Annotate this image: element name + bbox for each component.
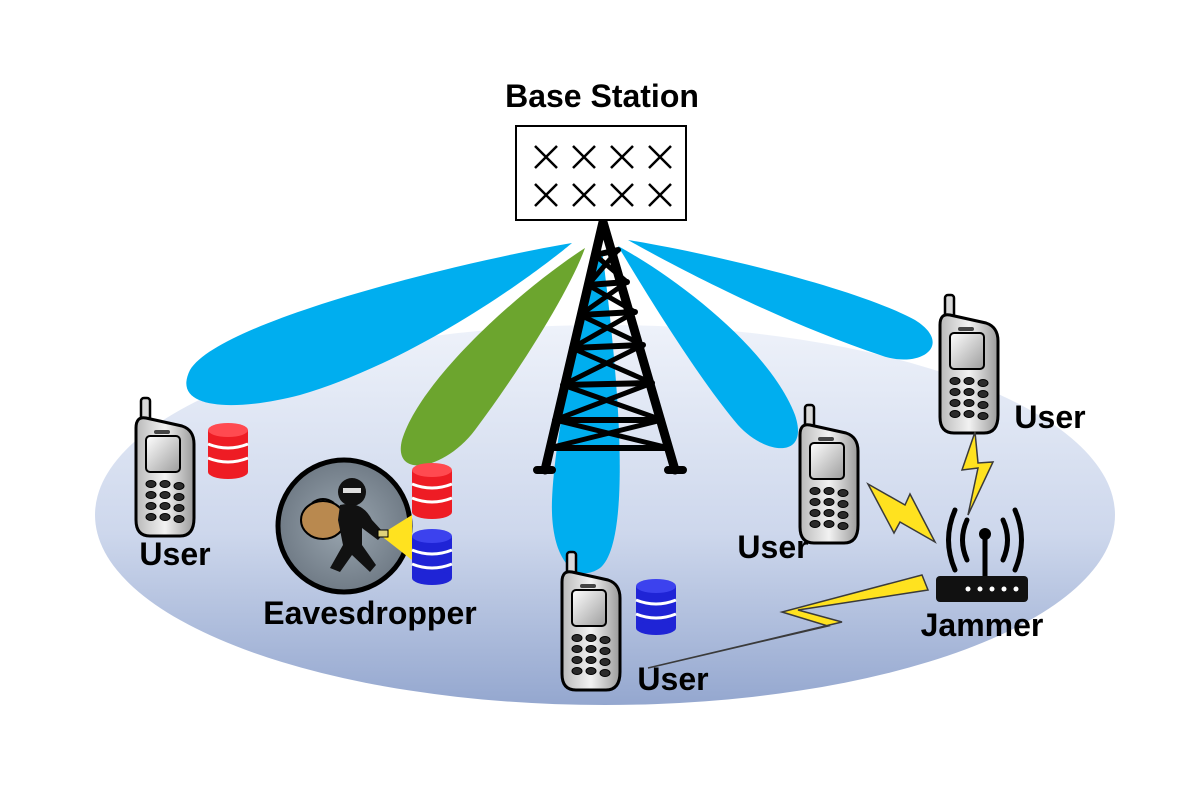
- tower-icon: [533, 217, 687, 475]
- user-label-far-right: User: [1014, 399, 1085, 435]
- jammer-label: Jammer: [921, 607, 1044, 643]
- beam-group: [186, 240, 933, 574]
- beam-user-far-right: [628, 240, 933, 360]
- database-icon: [206, 421, 250, 481]
- lightning-icon: [960, 431, 995, 516]
- lightning-icon: [647, 574, 930, 669]
- database-icon: [634, 577, 678, 637]
- base-station-label: Base Station: [505, 78, 699, 114]
- database-icon: [410, 527, 454, 587]
- beam-user-right-mid: [618, 246, 798, 449]
- antenna-array-icon: [515, 125, 687, 221]
- user-label-left: User: [139, 536, 210, 572]
- thief-icon: [275, 457, 413, 595]
- beam-user-left: [186, 243, 572, 406]
- phone-icon: [938, 293, 1000, 435]
- eavesdropper-label: Eavesdropper: [263, 595, 476, 631]
- database-icon: [410, 461, 454, 521]
- router-icon: [936, 507, 1028, 602]
- beam-eavesdropper: [400, 248, 585, 466]
- user-label-bottom: User: [637, 661, 708, 697]
- user-label-middle-right: User: [737, 529, 808, 565]
- lightning-icon: [866, 482, 937, 544]
